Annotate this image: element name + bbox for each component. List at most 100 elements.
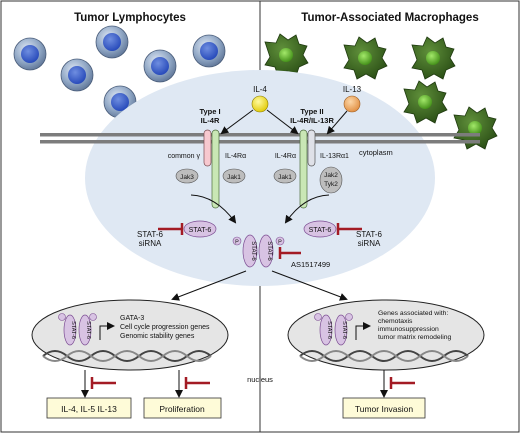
nucleus-label: nucleus: [247, 375, 273, 384]
right-gene-line-3: immunosuppression: [378, 326, 439, 333]
sirna-left-line1: STAT-6: [137, 230, 163, 239]
stat6-dimer-subunit: [258, 234, 274, 268]
transcription-arrow: [99, 322, 115, 340]
jak3-label: Jak3: [180, 174, 194, 181]
phospho-label: P: [278, 240, 282, 246]
stat6-dimer-subunit: [319, 314, 333, 346]
stat6-dimer-label: STAT-6: [326, 321, 332, 339]
phospho-site: [275, 236, 285, 246]
type2-receptor: IL-4Rα IL-13Rα1: [275, 129, 349, 209]
transcription-arrow: [355, 322, 371, 340]
tyk2-label: Tyk2: [324, 181, 338, 188]
stat6-dimer-label: STAT-6: [85, 321, 91, 339]
il4ra-chain-right: [299, 129, 308, 209]
lymphocyte-cell: [60, 58, 94, 92]
phospho-site: [232, 236, 242, 246]
proliferation-outcome-box: Proliferation: [143, 397, 222, 419]
common-gamma-chain: [203, 129, 212, 167]
right-nucleus: STAT-6 STAT-6 Genes associated with: che…: [287, 299, 485, 371]
sirna-right-line1: STAT-6: [356, 230, 382, 239]
lymphocyte-cell: [192, 34, 226, 68]
lymphocyte-cell: [95, 25, 129, 59]
phospho-site: [345, 313, 353, 321]
type2-label-line2: IL-4R/IL-13R: [290, 116, 334, 125]
il4-ball: [251, 95, 269, 113]
cell-membrane-bottom: [40, 140, 480, 144]
proliferation-outcome-label: Proliferation: [159, 404, 205, 414]
invasion-outcome-label: Tumor Invasion: [355, 404, 414, 414]
jak1-left-label: Jak1: [227, 174, 241, 181]
cell-membrane-top: [40, 133, 480, 137]
phospho-site: [89, 313, 97, 321]
il13ra1-chain: [307, 129, 316, 167]
phospho-site: [58, 313, 66, 321]
il13-ball: [343, 95, 361, 113]
invasion-outcome-box: Tumor Invasion: [342, 397, 426, 419]
il13-to-type2-arrow: [326, 110, 348, 135]
il4ra-right-label: IL-4Rα: [275, 153, 296, 160]
type1-label-line2: IL-4R: [201, 116, 220, 125]
macrophage-cell: [453, 106, 498, 150]
dimer-to-right-nucleus-arrow: [271, 270, 348, 301]
stat6-dimer-label: STAT-6: [266, 241, 272, 261]
phospho-site: [314, 313, 322, 321]
jak-kinases: Jak3 Jak1 Jak1 Jak2 Tyk2: [175, 166, 343, 194]
left-gene-line-1: GATA-3: [120, 315, 144, 322]
jak2-label: Jak2: [324, 172, 338, 179]
lymphocyte-cell: [143, 49, 177, 83]
stat6-dimer-label: STAT-6: [341, 321, 347, 339]
jak3-shape: [175, 168, 199, 184]
dna-strand: [42, 350, 212, 362]
type1-to-stat-arrow: [190, 194, 237, 224]
il4-ligand: IL-4: [251, 85, 269, 113]
left-gene-line-2: Cell cycle progression genes: [120, 324, 210, 331]
stat6-monomer-left-label: STAT-6: [189, 227, 212, 234]
macrophage-cell: [403, 80, 448, 124]
type1-label-line1: Type I: [199, 107, 220, 116]
as1517499-inhibitor: AS1517499: [278, 247, 330, 269]
il13-ligand: IL-13: [343, 85, 362, 113]
stat6-monomer-left: STAT-6: [183, 220, 217, 238]
sirna-inhibitor-left: STAT-6 siRNA: [137, 223, 184, 248]
il13-label: IL-13: [343, 85, 362, 94]
macrophage-cell: [264, 33, 309, 77]
stat6-dimer-subunit: [334, 314, 348, 346]
common-gamma-label: common γ: [168, 153, 201, 160]
right-gene-line-4: tumor matrix remodeling: [378, 334, 451, 341]
lymphocyte-cell: [13, 37, 47, 71]
left-nucleus: STAT-6 STAT-6 GATA-3 Cell cycle progress…: [31, 299, 229, 371]
cytokines-outcome-box: IL-4, IL-5 IL-13: [46, 397, 132, 419]
macrophage-cell: [343, 36, 388, 80]
cytoplasm-label: cytoplasm: [359, 148, 393, 157]
jak2-tyk2-shape: [319, 166, 343, 194]
type1-receptor: common γ IL-4Rα: [168, 129, 246, 209]
dna-strand: [42, 350, 212, 362]
il4ra-chain-left: [211, 129, 220, 209]
sirna-left-line2: siRNA: [139, 239, 162, 248]
right-gene-line-1: Genes associated with:: [378, 310, 448, 317]
stat6-dimer-subunit: [63, 314, 77, 346]
right-panel-title: Tumor-Associated Macrophages: [301, 12, 478, 24]
il4-to-type1-arrow: [220, 109, 254, 135]
stat6-dimer-cytoplasm: P P STAT-6 STAT-6: [232, 234, 285, 268]
macrophage-cell: [411, 36, 456, 80]
stat6-dimer-subunit: [78, 314, 92, 346]
dna-strand: [299, 350, 469, 362]
left-gene-line-3: Genomic stability genes: [120, 333, 195, 340]
as1517499-label: AS1517499: [291, 260, 330, 269]
sirna-inhibitor-right: STAT-6 siRNA: [336, 223, 383, 248]
jak1-right-label: Jak1: [278, 174, 292, 181]
cytokines-outcome-label: IL-4, IL-5 IL-13: [61, 404, 117, 414]
dimer-to-left-nucleus-arrow: [171, 270, 247, 301]
stat6-dimer-label: STAT-6: [250, 241, 256, 261]
jak1-right-shape: [273, 168, 297, 184]
sirna-right-line2: siRNA: [358, 239, 381, 248]
type2-to-stat-arrow: [284, 194, 330, 224]
stat6-monomer-right: STAT-6: [303, 220, 337, 238]
il4-to-type2-arrow: [266, 109, 299, 135]
dna-strand: [299, 350, 469, 362]
macrophage-cells: [264, 33, 498, 150]
cytoplasm-region: [85, 70, 435, 286]
